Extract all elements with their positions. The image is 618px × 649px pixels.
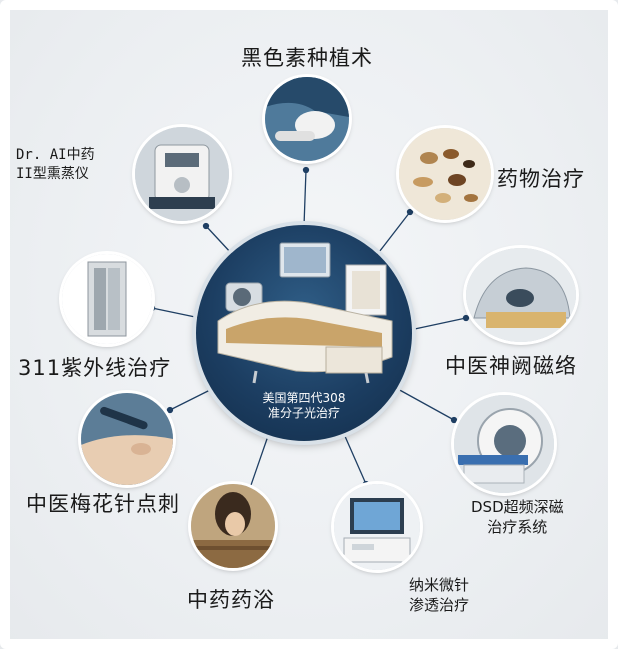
label-medicine: 药物治疗 — [497, 167, 585, 191]
connector-medicine — [375, 211, 411, 257]
excimer-laser-device-image — [217, 242, 393, 384]
center-caption-line1: 美国第四代308 — [262, 391, 346, 405]
connector-melanin — [303, 169, 307, 227]
connector-fumigation — [205, 225, 233, 255]
plum-blossom-needle-photo — [81, 393, 173, 485]
uv311-device-photo — [62, 254, 152, 344]
label-dsd: DSD超频深磁 治疗系统 — [471, 498, 564, 536]
connector-plum-needle — [169, 387, 215, 411]
label-herbal-bath: 中药药浴 — [187, 588, 275, 612]
connector-magnetic — [409, 317, 467, 331]
label-fumigation: Dr. AI中药 II型熏蒸仪 — [16, 147, 95, 182]
label-melanin: 黑色素种植术 — [241, 46, 373, 70]
navel-magnetic-photo — [466, 248, 576, 342]
label-uv311: 311紫外线治疗 — [18, 356, 172, 380]
medicine-photo — [399, 128, 491, 220]
fumigation-device-photo — [135, 127, 229, 221]
label-microneedle: 纳米微针 渗透治疗 — [409, 576, 470, 614]
melanin-transplant-photo — [265, 77, 349, 161]
center-caption: 美国第四代308 准分子光治疗 — [196, 391, 412, 421]
center-caption-line2: 准分子光治疗 — [267, 406, 340, 420]
connector-dsd — [395, 387, 455, 421]
connector-microneedle — [343, 433, 367, 485]
connector-uv311 — [151, 307, 201, 319]
connector-herbal-bath — [249, 435, 269, 489]
dsd-magnetic-machine-photo — [454, 395, 554, 493]
herbal-bath-photo — [191, 484, 275, 568]
microneedle-device-photo — [334, 484, 420, 570]
label-plum-needle: 中医梅花针点刺 — [26, 492, 180, 516]
label-magnetic: 中医神阙磁络 — [445, 354, 577, 378]
center-device-circle: 美国第四代308 准分子光治疗 — [196, 225, 412, 441]
